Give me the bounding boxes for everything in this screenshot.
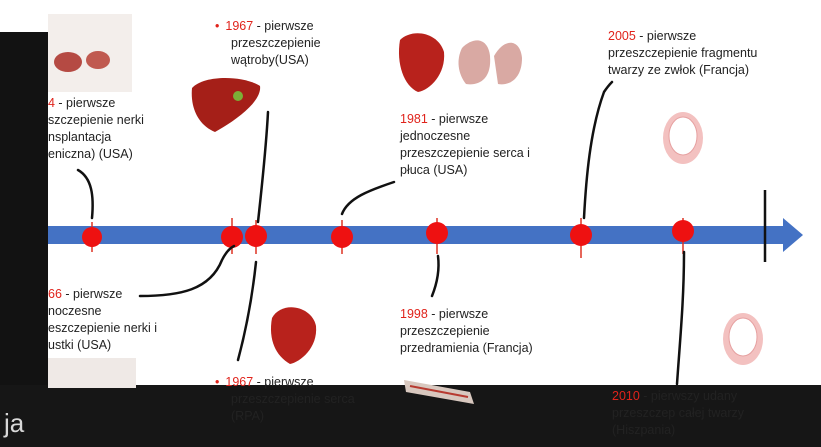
event-1967-heart: • 1967 - pierwsze przeszczepienie serca (… xyxy=(215,374,355,425)
face-mask-2010-illustration xyxy=(723,313,763,365)
event-title: - pierwsze xyxy=(428,307,488,321)
event-title: - pierwsze xyxy=(428,112,488,126)
event-line: noczesne xyxy=(48,303,157,320)
face-mask-2005-illustration xyxy=(663,112,703,164)
marker-1964 xyxy=(82,227,102,247)
marker-1967 xyxy=(245,225,267,247)
event-line: jednoczesne xyxy=(400,128,530,145)
event-line: szczepienie nerki xyxy=(48,112,144,129)
heart-lungs-illustration xyxy=(399,33,522,92)
event-line: przeszczepienie xyxy=(215,35,321,52)
event-line: przeszczepienie fragmentu xyxy=(608,45,757,62)
event-title: - pierwsze xyxy=(253,19,313,33)
event-title: - pierwsze xyxy=(253,375,313,389)
event-line: przeszczepienie serca i xyxy=(400,145,530,162)
event-2010: 2010 - pierwszy udany przeszczep całej t… xyxy=(612,388,744,439)
window-caption: ja xyxy=(4,408,24,439)
kidney-illustration xyxy=(48,14,132,92)
event-1967-liver: • 1967 - pierwsze przeszczepienie wątroby… xyxy=(215,18,321,69)
event-line: przeszczepienie xyxy=(400,323,533,340)
event-1981: 1981 - pierwsze jednoczesne przeszczepie… xyxy=(400,111,530,179)
bullet: • xyxy=(215,375,219,389)
event-line: przeszczep całej twarzy xyxy=(612,405,744,422)
event-title: - pierwszy udany xyxy=(640,389,737,403)
event-year: 1967 xyxy=(225,375,253,389)
event-line: (RPA) xyxy=(215,408,355,425)
event-line: (Hiszpania) xyxy=(612,422,744,439)
event-year: 2005 xyxy=(608,29,636,43)
event-2005: 2005 - pierwsze przeszczepienie fragment… xyxy=(608,28,757,79)
event-title: - pierwsze xyxy=(636,29,696,43)
torso-illustration xyxy=(48,358,136,388)
heart-illustration xyxy=(271,307,316,364)
event-line: nsplantacja xyxy=(48,129,144,146)
event-line: przeszczepienie serca xyxy=(215,391,355,408)
bullet: • xyxy=(215,19,219,33)
marker-1966 xyxy=(221,226,243,248)
forearm-illustration xyxy=(404,380,474,404)
event-line: eniczna) (USA) xyxy=(48,146,144,163)
event-year: 2010 xyxy=(612,389,640,403)
event-year: 66 xyxy=(48,287,62,301)
event-year: 1981 xyxy=(400,112,428,126)
event-1966: 66 - pierwsze noczesne eszczepienie nerk… xyxy=(48,286,157,354)
marker-2010 xyxy=(672,220,694,242)
event-title: - pierwsze xyxy=(55,96,115,110)
event-line: płuca (USA) xyxy=(400,162,530,179)
event-line: twarzy ze zwłok (Francja) xyxy=(608,62,757,79)
event-1964: 4 - pierwsze szczepienie nerki nsplantac… xyxy=(48,95,144,163)
marker-2005 xyxy=(570,224,592,246)
event-1998: 1998 - pierwsze przeszczepienie przedram… xyxy=(400,306,533,357)
event-line: przedramienia (Francja) xyxy=(400,340,533,357)
event-year: 1967 xyxy=(225,19,253,33)
event-year: 1998 xyxy=(400,307,428,321)
event-line: eszczepienie nerki i xyxy=(48,320,157,337)
marker-1998 xyxy=(426,222,448,244)
marker-1981 xyxy=(331,226,353,248)
event-title: - pierwsze xyxy=(62,287,122,301)
event-line: wątroby(USA) xyxy=(215,52,321,69)
liver-illustration xyxy=(192,78,260,132)
event-year: 4 xyxy=(48,96,55,110)
event-line: ustki (USA) xyxy=(48,337,157,354)
